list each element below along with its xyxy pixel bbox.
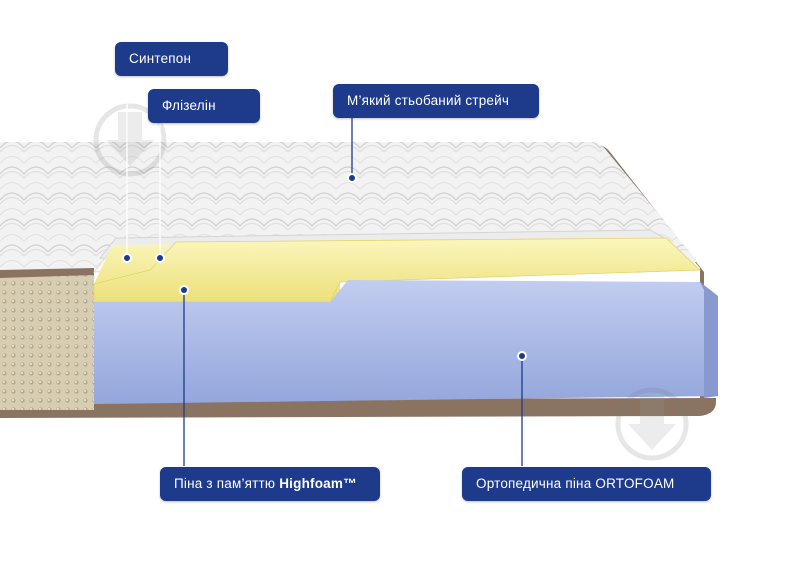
leader-lines [126, 76, 161, 256]
marker-dot-stretch [347, 173, 357, 183]
cover-side-panel [0, 270, 94, 410]
top-piping [0, 268, 94, 278]
label-memory-foam: Піна з пам’яттю Highfoam™ [160, 467, 380, 501]
label-sintepon: Синтепон [115, 42, 228, 76]
leader-lines-dark [183, 118, 523, 466]
bottom-piping [0, 398, 716, 418]
marker-dot-sintepon [122, 253, 132, 263]
ortho-foam-side [700, 282, 718, 398]
marker-dot-ortho [517, 351, 527, 361]
marker-dot-memory [179, 285, 189, 295]
watermark-right-icon [615, 387, 689, 461]
watermark-left-icon [93, 103, 167, 177]
ortho-foam-layer [94, 280, 718, 404]
label-flizelin: Флізелін [148, 89, 260, 123]
memory-foam-top-edge [93, 237, 701, 303]
label-stretch: М’який стьобаний стрейч [333, 84, 539, 118]
label-ortho-foam: Ортопедична піна ORTOFOAM [462, 467, 711, 501]
label-memory-prefix: Піна з пам’яттю [174, 476, 280, 491]
marker-dot-flizelin [155, 253, 165, 263]
label-memory-brand: Highfoam™ [279, 476, 357, 491]
